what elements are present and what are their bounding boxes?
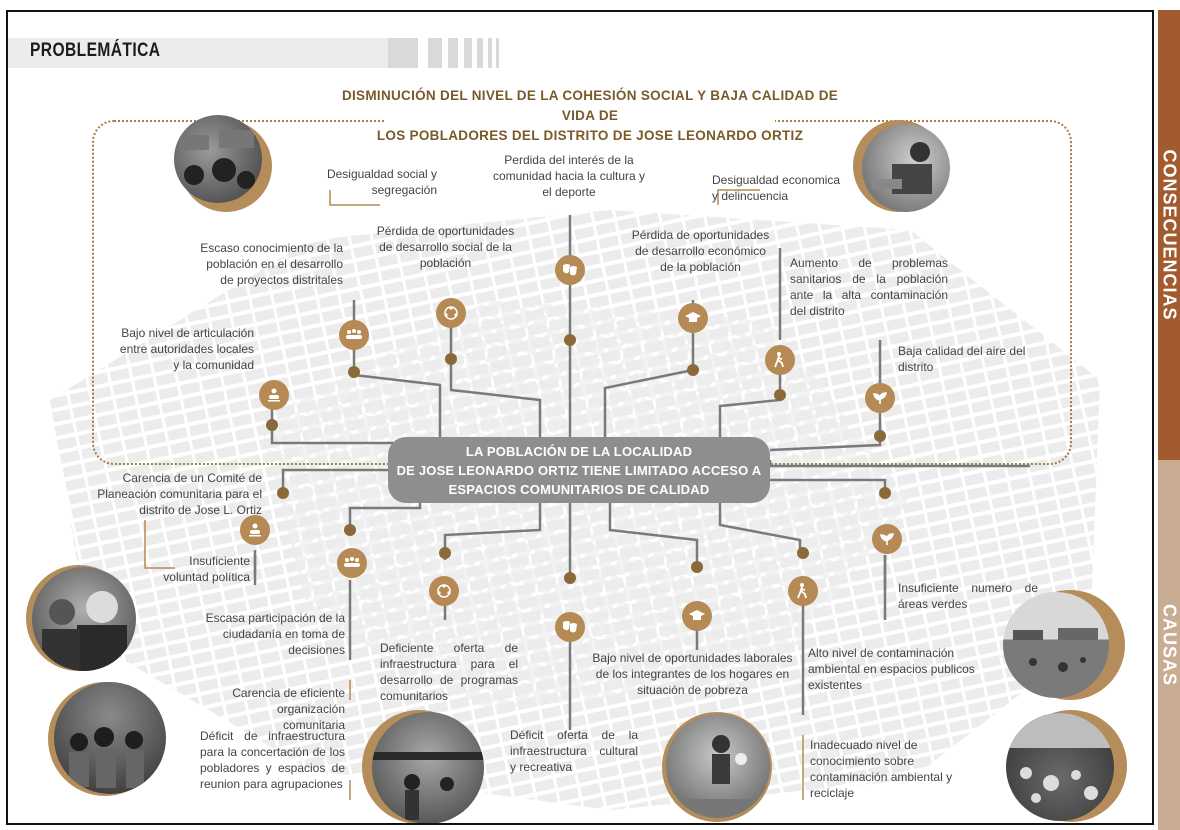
title-bar: [8, 38, 388, 68]
cause-label-organizacion: Carencia de eficiente organización comun…: [232, 686, 345, 732]
market-crowd-photo: [174, 115, 262, 203]
main-effect-heading: DISMINUCIÓN DEL NIVEL DE LA COHESIÓN SOC…: [330, 86, 850, 146]
theater-masks-icon: [555, 255, 585, 285]
connector-dot: [691, 561, 703, 573]
people-network-icon: [259, 380, 289, 410]
consequence-label-sanitarios: Aumento de problemas sanitarios de la po…: [790, 256, 948, 318]
social-circle-icon: [429, 576, 459, 606]
central-problem-line-1: LA POBLACIÓN DE LA LOCALIDAD: [465, 443, 693, 459]
heading-line-2: LOS POBLADORES DEL DISTRITO DE JOSE LEON…: [376, 128, 804, 143]
title-stripes: [388, 38, 503, 68]
connector-dot: [879, 487, 891, 499]
connector-dot: [266, 419, 278, 431]
social-circle-icon: [436, 298, 466, 328]
people-network-icon: [240, 515, 270, 545]
cause-label-areas-verdes: Insuficiente numero de áreas verdes: [898, 581, 1038, 611]
cause-label-deficiente-oferta: Deficiente oferta de infraestructura par…: [380, 641, 518, 703]
walking-person-icon: [765, 345, 795, 375]
cause-label-deficit-concertacion: Déficit de infraestructura para la conce…: [200, 729, 345, 791]
polluted-lot-photo: [1003, 592, 1109, 698]
central-problem-box: LA POBLACIÓN DE LA LOCALIDAD DE JOSE LEO…: [388, 437, 770, 503]
cause-label-contaminacion-espacios: Alto nivel de contaminación ambiental en…: [808, 646, 975, 692]
consequence-label-desigualdad-social: Desigualdad social y segregación: [326, 167, 437, 197]
page-title: PROBLEMÁTICA: [30, 40, 161, 61]
cause-label-participacion: Escasa participación de la ciudadanía en…: [205, 611, 345, 657]
connector-dot: [445, 353, 457, 365]
connector-dot: [348, 366, 360, 378]
consequence-label-aire: Baja calidad del aire del distrito: [898, 344, 1026, 374]
central-problem-line-3: ESPACIOS COMUNITARIOS DE CALIDAD: [448, 481, 710, 497]
connector-dot: [344, 524, 356, 536]
cause-label-reciclaje: Inadecuado nivel de conocimiento sobre c…: [810, 738, 953, 800]
consequence-label-oportunidades-social: Pérdida de oportunidades de desarrollo s…: [376, 224, 515, 270]
consequence-label-conocimiento: Escaso conocimiento de la población en e…: [200, 241, 343, 287]
consequence-label-articulacion: Bajo nivel de articulación entre autorid…: [119, 326, 254, 372]
garbage-dump-photo: [1006, 713, 1114, 821]
cause-label-voluntad: Insuficiente voluntad política: [163, 554, 250, 584]
connector-dot: [564, 334, 576, 346]
heading-line-1: DISMINUCIÓN DEL NIVEL DE LA COHESIÓN SOC…: [341, 88, 839, 123]
worker-photo: [862, 124, 950, 212]
theater-masks-icon: [555, 612, 585, 642]
connector-dot: [564, 572, 576, 584]
connector-dot: [439, 547, 451, 559]
community-group-icon: [337, 548, 367, 578]
consequences-tab: CONSECUENCIAS: [1158, 10, 1180, 460]
consequence-label-delincuencia: Desigualdad economica y delincuencia: [712, 173, 841, 203]
connector-dot: [874, 430, 886, 442]
connector-dot: [774, 389, 786, 401]
central-problem-line-2: DE JOSE LEONARDO ORTIZ TIENE LIMITADO AC…: [396, 462, 762, 478]
outer-border: [6, 10, 1154, 825]
connector-dot: [687, 364, 699, 376]
causes-tab: CAUSAS: [1158, 460, 1180, 830]
cause-label-oportunidades-laborales: Bajo nivel de oportunidades laborales de…: [592, 651, 793, 697]
community-group-icon: [339, 320, 369, 350]
cause-label-comite: Carencia de un Comité de Planeación comu…: [97, 471, 262, 517]
heading-mask: [385, 112, 775, 130]
connector-dot: [277, 487, 289, 499]
walking-person-icon: [788, 576, 818, 606]
leaf-icon: [872, 524, 902, 554]
graduation-cap-icon: [678, 303, 708, 333]
connector-dot: [797, 547, 809, 559]
community-gathering-photo: [54, 682, 166, 794]
cause-label-deficit-cultural: Déficit oferta de la infraestructura cul…: [510, 728, 638, 774]
consequence-label-oportunidades-economico: Pérdida de oportunidades de desarrollo e…: [631, 228, 770, 274]
leaf-icon: [865, 383, 895, 413]
consequence-label-cultura: Perdida del interés de la comunidad haci…: [492, 153, 646, 199]
men-portrait-photo: [32, 567, 136, 671]
sports-court-photo: [372, 712, 484, 824]
graduation-cap-icon: [682, 601, 712, 631]
